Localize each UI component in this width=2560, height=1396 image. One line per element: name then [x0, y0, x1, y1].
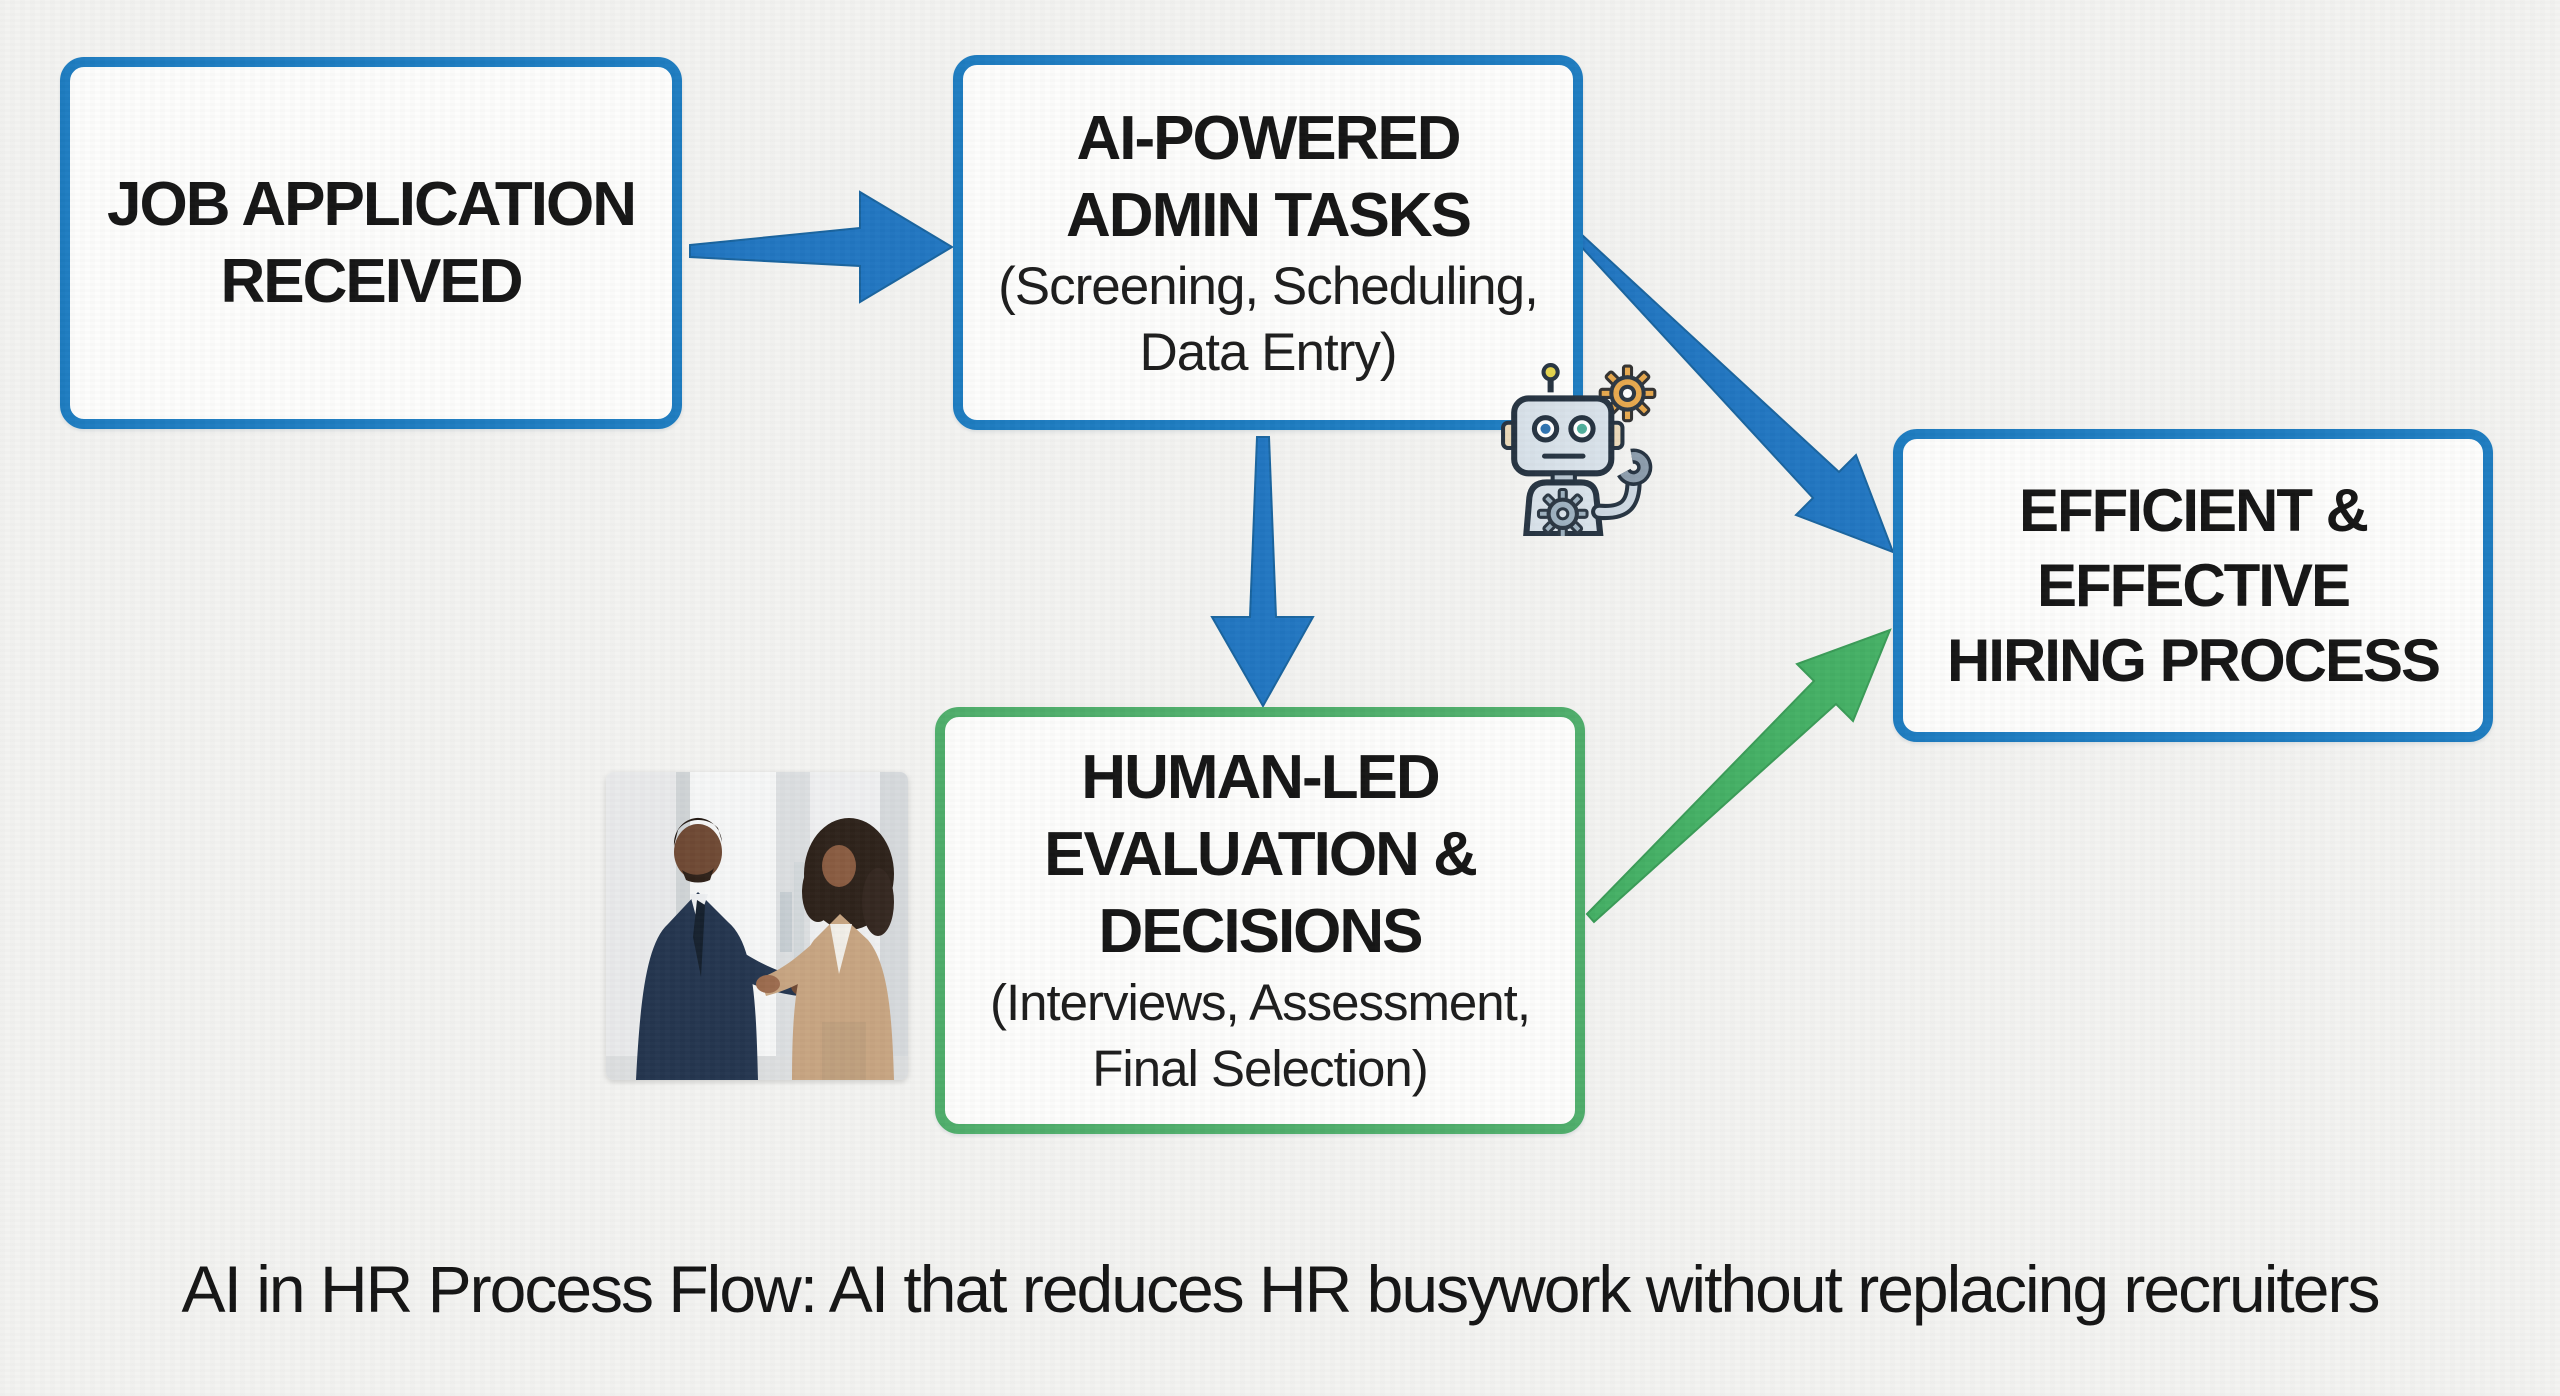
human-sub-line2: Final Selection) [1092, 1040, 1428, 1097]
robot-icon [1501, 363, 1657, 536]
photo-woman [756, 818, 894, 1080]
human-title-line1: HUMAN-LED [1081, 743, 1440, 812]
robot-head [1511, 395, 1615, 477]
outcome-line1: EFFICIENT & [2019, 477, 2369, 544]
human-title-line3: DECISIONS [1098, 897, 1423, 966]
arrow-ai-to-human [1210, 436, 1315, 709]
job-application-box: JOB APPLICATION RECEIVED [60, 57, 682, 429]
gear-icon [1536, 487, 1589, 536]
arrow-job-to-ai [689, 190, 954, 304]
arrow-ai-to-outcome [1573, 232, 1895, 554]
ai-title-line1: AI-POWERED [1076, 103, 1462, 173]
ai-admin-tasks-box: AI-POWERED ADMIN TASKS (Screening, Sched… [953, 55, 1583, 430]
human-evaluation-box: HUMAN-LED EVALUATION & DECISIONS (Interv… [935, 707, 1585, 1134]
job-application-line2: RECEIVED [220, 247, 524, 316]
efficient-hiring-box: EFFICIENT & EFFECTIVE HIRING PROCESS [1893, 429, 2493, 742]
handshake-photo [606, 772, 908, 1080]
ai-sub-line2: Data Entry) [1139, 322, 1397, 382]
caption: AI in HR Process Flow: AI that reduces H… [181, 1252, 2381, 1326]
outcome-line3: HIRING PROCESS [1946, 627, 2441, 694]
human-title-line2: EVALUATION & [1044, 820, 1478, 889]
ai-sub-line1: (Screening, Scheduling, [998, 256, 1539, 316]
job-application-line1: JOB APPLICATION [106, 170, 637, 239]
ai-title-line2: ADMIN TASKS [1066, 180, 1472, 250]
arrow-human-to-outcome [1585, 628, 1892, 924]
human-sub-line1: (Interviews, Assessment, [989, 974, 1531, 1031]
outcome-line2: EFFECTIVE [2036, 552, 2351, 619]
wrench-icon [1614, 448, 1653, 486]
